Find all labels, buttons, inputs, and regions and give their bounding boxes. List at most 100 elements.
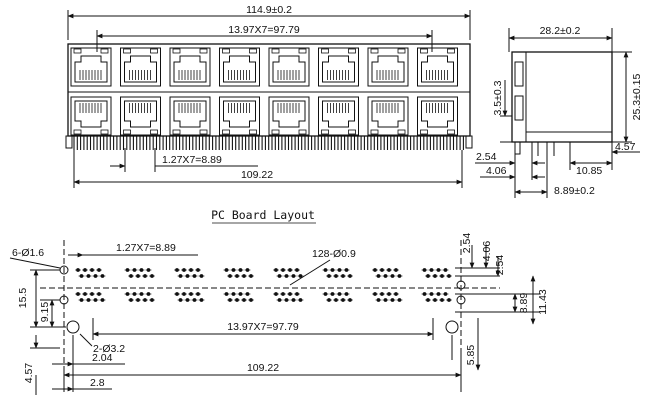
height-inner-label: 9.15 [39,302,51,323]
front-peg [465,135,473,149]
led-window [172,129,181,135]
jack-frame [268,47,310,87]
jack-frame [219,96,260,136]
rj45-jack [219,47,260,87]
led-window [73,129,82,135]
side-body [511,51,613,143]
jack-opening [74,100,108,128]
jack-opening [421,100,454,128]
jack-frame [417,96,458,136]
jack-opening [124,100,157,128]
jack-opening [371,55,405,83]
jack-frame [70,47,112,87]
jack-frame [417,47,458,87]
right-a-label: 8.89 [518,293,530,314]
jack-frame [367,96,409,136]
led-window [447,129,455,135]
pcb-hole-pattern [75,268,452,302]
jack-frame [318,96,359,136]
jack-frame [268,96,310,136]
rj45-jack [120,96,161,136]
jack-frame [169,47,211,87]
led-window [370,48,379,54]
jack-opening [421,55,454,83]
side-port-bottom [514,95,524,121]
row-spacing-c-label: 2.54 [494,255,506,276]
led-window [420,48,428,54]
led-window [150,129,158,135]
rj45-jack [70,47,112,87]
jack-array [70,47,458,136]
rj45-jack [169,96,211,136]
led-window [348,48,356,54]
front-pins [65,135,473,150]
led-window [271,48,280,54]
side-offset-b-label: 4.06 [486,165,507,177]
led-window [222,48,230,54]
span-label: 109.22 [247,362,279,374]
height-label: 25.3±0.15 [631,74,643,121]
led-window [123,48,131,54]
pcb-layout [9,240,540,395]
led-window [397,48,406,54]
led-window [370,129,379,135]
led-window [73,48,82,54]
jack-frame [367,47,409,87]
led-window [249,129,257,135]
pcb-port-pitch-label: 13.97X7=97.79 [227,321,299,333]
led-window [447,48,455,54]
rj45-jack [219,96,260,136]
side-view [475,28,640,198]
row-spacing-a-label: 2.54 [461,233,473,254]
port-pitch-label: 13.97X7=97.79 [228,24,300,36]
height-total-label: 15.5 [17,288,29,309]
side-offset-e-label: 8.89±0.2 [554,185,595,197]
jack-frame [120,47,161,87]
rj45-jack [70,96,112,136]
led-window [172,48,181,54]
led-window [123,129,131,135]
post-hole-leader [79,333,93,347]
pin-pitch-label: 1.27X7=8.89 [162,154,222,166]
led-window [100,129,109,135]
jack-opening [173,55,207,83]
jack-frame [70,96,112,136]
led-window [100,48,109,54]
jack-frame [219,47,260,87]
side-offset-a-label: 2.54 [476,151,497,163]
rj45-jack [367,47,409,87]
jack-opening [223,55,256,83]
led-window [321,129,329,135]
mount-holes-label: 6-Ø1.6 [12,247,44,259]
rj45-jack [367,96,409,136]
side-offset-d-label: 4.57 [615,141,636,153]
pcb-layout-title: PC Board Layout [211,208,315,222]
mount-hole [456,295,466,305]
jack-frame [169,96,211,136]
rj45-jack [169,47,211,87]
rj45-jack [268,47,310,87]
led-window [348,129,356,135]
row-spacing-b-label: 4.06 [481,241,493,262]
led-window [199,129,208,135]
pcb-offset-b-label: 2.8 [90,377,105,389]
jack-frame [318,47,359,87]
led-window [249,48,257,54]
jack-opening [272,100,306,128]
front-view [65,10,473,188]
front-peg [65,135,73,149]
depth-label: 28.2±0.2 [540,25,581,37]
pin-holes-label: 128-Ø0.9 [312,248,356,260]
post-hole [66,320,80,334]
led-window [298,48,307,54]
led-window [150,48,158,54]
post-hole [445,320,459,334]
pin-holes-leader [289,259,331,286]
rj45-jack [417,47,458,87]
rj45-jack [268,96,310,136]
right-b-label: 11.43 [537,289,549,315]
side-port-top [514,61,524,87]
jack-opening [223,100,256,128]
overall-width-label: 114.9±0.2 [246,4,292,16]
